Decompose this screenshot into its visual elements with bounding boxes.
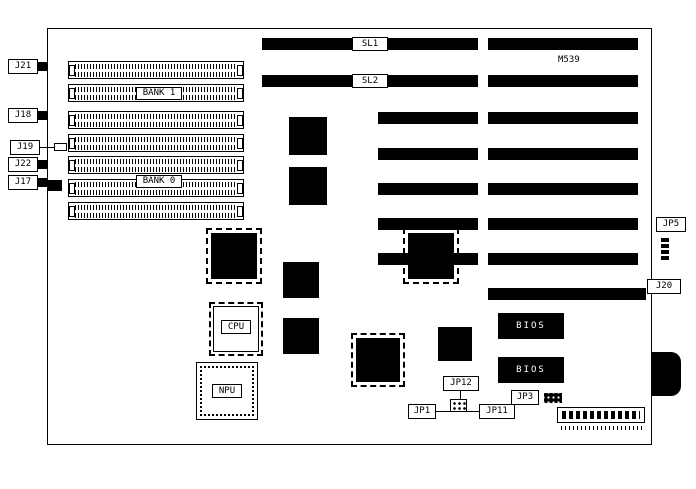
slot-6-left	[378, 218, 478, 230]
slot-7-right	[488, 253, 638, 265]
slot-5-right	[488, 183, 638, 195]
bios-chip-1: BIOS	[498, 313, 564, 339]
slot-8	[488, 288, 646, 300]
board-model-text: M539	[558, 55, 580, 65]
connector-j17-block	[48, 180, 62, 191]
bios-chip-2: BIOS	[498, 357, 564, 383]
connector-j19	[54, 143, 67, 151]
leader-jp12	[460, 391, 461, 399]
simm-socket-3	[68, 111, 244, 129]
keyboard-connector	[651, 352, 681, 396]
pin-header-pads	[561, 426, 643, 430]
label-j17: J17	[8, 175, 38, 190]
label-bank1: BANK 1	[136, 87, 182, 100]
chipset-qfp-2	[403, 228, 459, 284]
slot-4-left	[378, 148, 478, 160]
label-jp11: JP11	[479, 404, 515, 419]
slot-3-left	[378, 112, 478, 124]
label-jp1: JP1	[408, 404, 436, 419]
npu-socket	[196, 362, 258, 420]
chipset-qfp-1	[206, 228, 262, 284]
label-jp3: JP3	[511, 390, 539, 405]
slot-4-right	[488, 148, 638, 160]
label-j22: J22	[8, 157, 38, 172]
label-sl1: SL1	[352, 37, 388, 51]
label-j20: J20	[647, 279, 681, 294]
connector-j22	[38, 160, 48, 169]
simm-socket-6	[68, 179, 244, 197]
label-j19: J19	[10, 140, 40, 155]
label-bank0: BANK 0	[136, 175, 182, 188]
chip-square-4	[283, 318, 319, 354]
connector-j18	[38, 111, 48, 120]
pin-header	[557, 407, 645, 423]
simm-socket-4	[68, 134, 244, 152]
connector-j17	[38, 178, 48, 187]
label-j21: J21	[8, 59, 38, 74]
slot-sl1-right	[488, 38, 638, 50]
simm-socket-7	[68, 202, 244, 220]
simm-socket-5	[68, 156, 244, 174]
connector-jp3	[544, 393, 562, 403]
label-sl2: SL2	[352, 74, 388, 88]
slot-6-right	[488, 218, 638, 230]
chip-square-1	[289, 117, 327, 155]
slot-sl2-right	[488, 75, 638, 87]
slot-5-left	[378, 183, 478, 195]
chip-square-3	[283, 262, 319, 298]
leader-jp11	[467, 411, 479, 412]
leader-jp1	[436, 411, 450, 412]
label-jp5: JP5	[656, 217, 686, 232]
jumper-block	[450, 399, 467, 412]
label-j18: J18	[8, 108, 38, 123]
connector-jp5	[661, 238, 669, 260]
label-npu: NPU	[212, 384, 242, 398]
leader-j19	[40, 147, 54, 148]
chipset-qfp-3	[351, 333, 405, 387]
simm-socket-1	[68, 61, 244, 79]
chip-square-5	[438, 327, 472, 361]
slot-3-right	[488, 112, 638, 124]
label-jp12: JP12	[443, 376, 479, 391]
connector-j21	[38, 62, 48, 71]
chip-square-2	[289, 167, 327, 205]
label-cpu: CPU	[221, 320, 251, 334]
